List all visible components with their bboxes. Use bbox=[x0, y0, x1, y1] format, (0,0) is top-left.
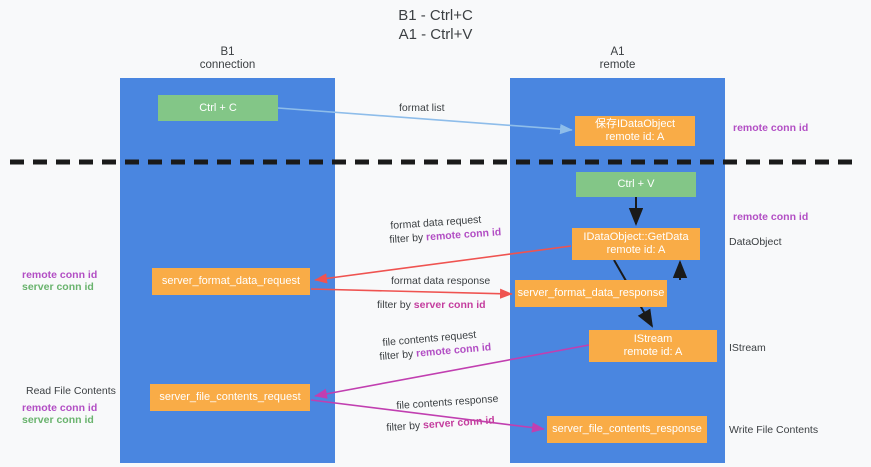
lane-head-b1: B1 connection bbox=[199, 46, 256, 71]
node-save-idataobject[interactable]: 保存IDataObject remote id: A bbox=[575, 116, 695, 146]
filter-prefix-4: filter by bbox=[386, 419, 424, 434]
side-label-remote-conn-id-mid: remote conn id bbox=[733, 211, 809, 223]
left-legend-remote-conn-id-mid: remote conn id bbox=[22, 269, 98, 281]
node-server-format-data-request[interactable]: server_format_data_request bbox=[152, 268, 310, 295]
edge-label-format-list: format list bbox=[399, 102, 445, 114]
filter-emph-server-1: server conn id bbox=[413, 299, 486, 311]
left-legend-remote-conn-id-bot: remote conn id bbox=[22, 402, 98, 414]
node-idataobject-getdata[interactable]: IDataObject::GetData remote id: A bbox=[572, 228, 700, 260]
edge-label-filter-server-1: filter by server conn id bbox=[377, 299, 486, 312]
edge-label-format-data-response: format data response bbox=[391, 275, 491, 287]
node-server-file-contents-response[interactable]: server_file_contents_response bbox=[547, 416, 707, 443]
arrow-format-list bbox=[277, 107, 573, 135]
arrow-file-contents-response bbox=[310, 399, 545, 433]
filter-prefix-2: filter by bbox=[377, 299, 414, 311]
node-ctrl-v[interactable]: Ctrl + V bbox=[576, 172, 696, 197]
arrow-file-contents-request bbox=[314, 344, 590, 399]
side-label-write-file-contents: Write File Contents bbox=[729, 424, 819, 436]
node-istream[interactable]: IStream remote id: A bbox=[589, 330, 717, 362]
edge-label-filter-server-2: filter by server conn id bbox=[386, 414, 495, 435]
side-label-remote-conn-id-top: remote conn id bbox=[733, 122, 809, 134]
node-ctrl-c[interactable]: Ctrl + C bbox=[158, 95, 278, 121]
page-title: B1 - Ctrl+C A1 - Ctrl+V bbox=[398, 7, 473, 43]
left-legend-server-conn-id-bot: server conn id bbox=[22, 414, 94, 426]
filter-prefix-1: filter by bbox=[389, 231, 427, 246]
side-label-dataobject: DataObject bbox=[729, 236, 782, 248]
left-legend-server-conn-id-mid: server conn id bbox=[22, 281, 94, 293]
filter-prefix-3: filter by bbox=[379, 347, 417, 363]
node-server-file-contents-request[interactable]: server_file_contents_request bbox=[150, 384, 310, 411]
side-label-read-file-contents: Read File Contents bbox=[26, 385, 116, 397]
node-server-format-data-response[interactable]: server_format_data_response bbox=[515, 280, 667, 307]
lane-head-a1: A1 remote bbox=[599, 46, 636, 71]
filter-emph-server-2: server conn id bbox=[422, 414, 496, 432]
arrow-format-data-request bbox=[314, 245, 572, 284]
arrow-format-data-response bbox=[310, 288, 513, 299]
side-label-istream: IStream bbox=[729, 342, 766, 354]
edge-label-file-contents-response: file contents response bbox=[396, 392, 499, 412]
